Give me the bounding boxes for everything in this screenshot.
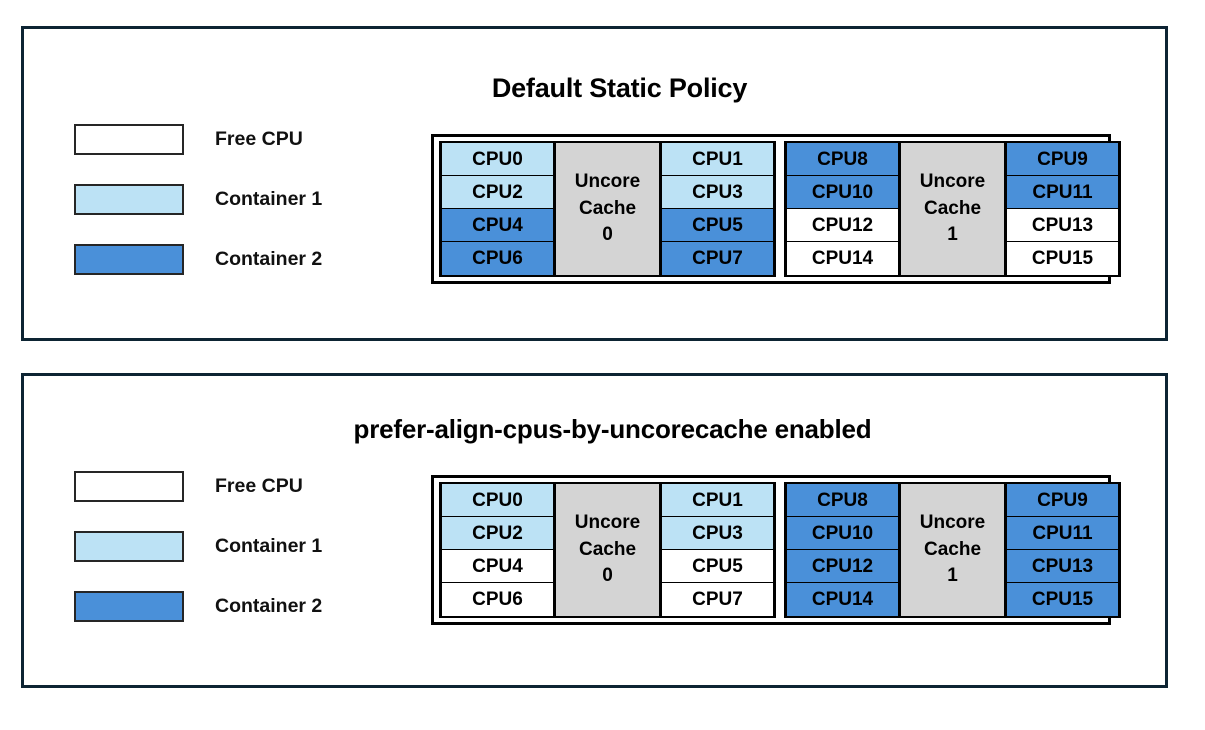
uncore-cache-0: Uncore Cache 0 — [554, 143, 661, 275]
cpu-column-right: CPU1 CPU3 CPU5 CPU7 — [661, 142, 774, 276]
cpu-cell: CPU6 — [441, 582, 554, 617]
legend-swatch-container-1 — [74, 183, 184, 215]
uncore-cache-index: 0 — [602, 224, 613, 246]
cpu-cell: CPU3 — [661, 175, 774, 210]
uncore-cache-label-line2: Cache — [578, 538, 637, 560]
cpu-column-left: CPU0 CPU2 CPU4 CPU6 — [441, 483, 554, 617]
cpu-cell: CPU13 — [1006, 208, 1119, 243]
uncore-cache-index: 0 — [602, 565, 613, 587]
uncore-cache-label-line1: Uncore — [574, 170, 641, 192]
cpu-cell: CPU4 — [441, 549, 554, 584]
legend-label-free-cpu: Free CPU — [215, 474, 303, 497]
cpu-cell: CPU7 — [661, 582, 774, 617]
panel-default-static-policy: Default Static Policy Free CPU Container… — [21, 26, 1168, 341]
cpu-cell: CPU11 — [1006, 175, 1119, 210]
cpu-cell: CPU4 — [441, 208, 554, 243]
uncore-cache-1: Uncore Cache 1 — [899, 484, 1006, 616]
cpu-cell: CPU15 — [1006, 582, 1119, 617]
legend-swatch-free-cpu — [74, 123, 184, 155]
legend-item-container-2: Container 2 — [74, 229, 322, 289]
uncore-cache-index: 1 — [947, 224, 958, 246]
cpu-column-left: CPU0 CPU2 CPU4 CPU6 — [441, 142, 554, 276]
cpu-column-left: CPU8 CPU10 CPU12 CPU14 — [786, 142, 899, 276]
cpu-column-left: CPU8 CPU10 CPU12 CPU14 — [786, 483, 899, 617]
cpu-column-right: CPU9 CPU11 CPU13 CPU15 — [1006, 142, 1119, 276]
legend-swatch-container-1 — [74, 530, 184, 562]
cpu-cell: CPU1 — [661, 142, 774, 177]
legend-label-container-2: Container 2 — [215, 247, 323, 270]
cpu-cell: CPU1 — [661, 483, 774, 518]
cpu-cell: CPU9 — [1006, 483, 1119, 518]
legend-item-container-1: Container 1 — [74, 169, 322, 229]
uncore-cache-label-line1: Uncore — [574, 511, 641, 533]
cpu-column-right: CPU1 CPU3 CPU5 CPU7 — [661, 483, 774, 617]
cpu-cell: CPU6 — [441, 241, 554, 276]
legend-item-container-2: Container 2 — [74, 576, 322, 636]
legend: Free CPU Container 1 Container 2 — [74, 456, 322, 636]
cpu-cell: CPU10 — [786, 516, 899, 551]
cpu-column-right: CPU9 CPU11 CPU13 CPU15 — [1006, 483, 1119, 617]
cpu-cell: CPU2 — [441, 516, 554, 551]
legend-swatch-container-2 — [74, 590, 184, 622]
cpu-cell: CPU8 — [786, 483, 899, 518]
cpu-cell: CPU15 — [1006, 241, 1119, 276]
uncore-cache-label-line2: Cache — [578, 197, 637, 219]
legend-label-container-2: Container 2 — [215, 594, 323, 617]
cache-group-1: CPU8 CPU10 CPU12 CPU14 Uncore Cache 1 CP… — [784, 482, 1121, 618]
cpu-cell: CPU7 — [661, 241, 774, 276]
legend-swatch-free-cpu — [74, 470, 184, 502]
cpu-cell: CPU10 — [786, 175, 899, 210]
legend-swatch-container-2 — [74, 243, 184, 275]
panel-title: prefer-align-cpus-by-uncorecache enabled — [353, 414, 872, 444]
uncore-cache-label-line1: Uncore — [919, 511, 986, 533]
legend-item-free-cpu: Free CPU — [74, 456, 322, 516]
uncore-cache-label-line1: Uncore — [919, 170, 986, 192]
cpu-cell: CPU5 — [661, 549, 774, 584]
uncore-cache-index: 1 — [947, 565, 958, 587]
cpu-cell: CPU2 — [441, 175, 554, 210]
panel-title: Default Static Policy — [491, 73, 748, 103]
cpu-cell: CPU12 — [786, 208, 899, 243]
cache-group-0: CPU0 CPU2 CPU4 CPU6 Uncore Cache 0 CPU1 … — [439, 141, 776, 277]
cpu-cell: CPU14 — [786, 582, 899, 617]
panel-prefer-align-cpus-by-uncorecache: prefer-align-cpus-by-uncorecache enabled… — [21, 373, 1168, 688]
cpu-topology-diagram: CPU0 CPU2 CPU4 CPU6 Uncore Cache 0 CPU1 … — [431, 134, 1121, 284]
legend-label-container-1: Container 1 — [215, 534, 323, 557]
cache-group-1: CPU8 CPU10 CPU12 CPU14 Uncore Cache 1 CP… — [784, 141, 1121, 277]
cpu-cell: CPU13 — [1006, 549, 1119, 584]
cpu-cell: CPU14 — [786, 241, 899, 276]
uncore-cache-0: Uncore Cache 0 — [554, 484, 661, 616]
cpu-cell: CPU0 — [441, 142, 554, 177]
cpu-cell: CPU11 — [1006, 516, 1119, 551]
uncore-cache-label-line2: Cache — [923, 197, 982, 219]
legend-item-container-1: Container 1 — [74, 516, 322, 576]
legend-label-free-cpu: Free CPU — [215, 127, 303, 150]
legend-item-free-cpu: Free CPU — [74, 109, 322, 169]
cpu-cell: CPU0 — [441, 483, 554, 518]
uncore-cache-1: Uncore Cache 1 — [899, 143, 1006, 275]
cache-group-0: CPU0 CPU2 CPU4 CPU6 Uncore Cache 0 CPU1 … — [439, 482, 776, 618]
cpu-cell: CPU9 — [1006, 142, 1119, 177]
cpu-cell: CPU8 — [786, 142, 899, 177]
uncore-cache-label-line2: Cache — [923, 538, 982, 560]
cpu-cell: CPU12 — [786, 549, 899, 584]
cpu-cell: CPU5 — [661, 208, 774, 243]
cpu-cell: CPU3 — [661, 516, 774, 551]
cpu-topology-diagram: CPU0 CPU2 CPU4 CPU6 Uncore Cache 0 CPU1 … — [431, 475, 1121, 625]
legend-label-container-1: Container 1 — [215, 187, 323, 210]
legend: Free CPU Container 1 Container 2 — [74, 109, 322, 289]
